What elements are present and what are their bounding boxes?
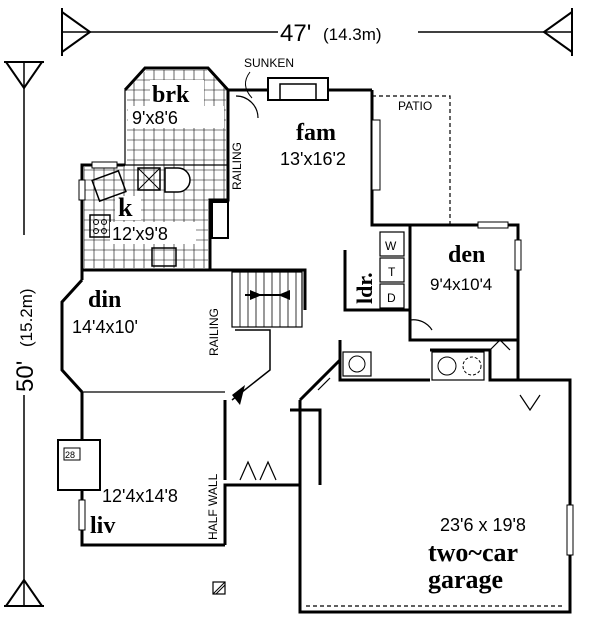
family-fireplace [267, 77, 329, 101]
dining-size: 14'4x10' [72, 317, 138, 337]
doors [235, 95, 541, 481]
depth-meters: (15.2m) [17, 288, 36, 347]
garage-size: 23'6 x 19'8 [440, 515, 526, 535]
breakfast-name: brk [152, 82, 190, 108]
room-breakfast: brk 9'x8'6 [128, 80, 224, 128]
living-fireplace: 28 [57, 439, 101, 491]
kitchen-size: 12'x9'8 [112, 224, 168, 244]
railing-upper-label: RAILING [230, 142, 244, 190]
svg-text:28: 28 [65, 450, 75, 460]
living-size: 12'4x14'8 [102, 486, 178, 506]
staircase [231, 271, 303, 405]
kitchen-name: k [118, 193, 133, 222]
room-dining: din 14'4x10' [72, 287, 138, 337]
living-name: liv [90, 513, 115, 539]
half-wall-label: HALF WALL [206, 473, 220, 540]
width-meters: (14.3m) [323, 25, 382, 44]
bath-fixtures [342, 351, 485, 381]
room-den: den 9'4x10'4 [430, 242, 492, 294]
patio: PATIO [372, 95, 451, 225]
depth-dimension: 50' (15.2m) [4, 61, 44, 607]
laundry-area: W T D [379, 231, 405, 309]
dryer-label: D [387, 291, 396, 305]
width-dimension: 47' (14.3m) [61, 8, 573, 56]
washer-label: W [385, 239, 397, 253]
patio-label: PATIO [398, 99, 432, 113]
garage-name-line2: garage [428, 565, 503, 594]
kitchen-fixtures [89, 167, 229, 267]
laundry-name: ldr. [352, 272, 377, 304]
family-size: 13'x16'2 [280, 149, 346, 169]
room-living: 12'4x14'8 liv [90, 486, 178, 539]
garage-name-line1: two~car [428, 538, 518, 567]
tub-label: T [388, 265, 396, 279]
room-laundry: ldr. [352, 240, 378, 306]
dining-name: din [88, 287, 121, 313]
room-kitchen: k 12'x9'8 [110, 193, 196, 244]
plan-mark-icon [212, 581, 226, 595]
windows [78, 119, 574, 556]
den-name: den [448, 242, 485, 268]
den-size: 9'4x10'4 [430, 275, 492, 294]
sunken-label: SUNKEN [244, 56, 294, 70]
room-garage: 23'6 x 19'8 two~car garage [428, 515, 526, 594]
depth-feet: 50' [12, 361, 39, 392]
room-family: fam 13'x16'2 [280, 120, 346, 169]
railing-lower-label: RAILING [207, 308, 221, 356]
breakfast-size: 9'x8'6 [132, 108, 178, 128]
width-feet: 47' [280, 20, 311, 47]
family-name: fam [296, 120, 336, 146]
